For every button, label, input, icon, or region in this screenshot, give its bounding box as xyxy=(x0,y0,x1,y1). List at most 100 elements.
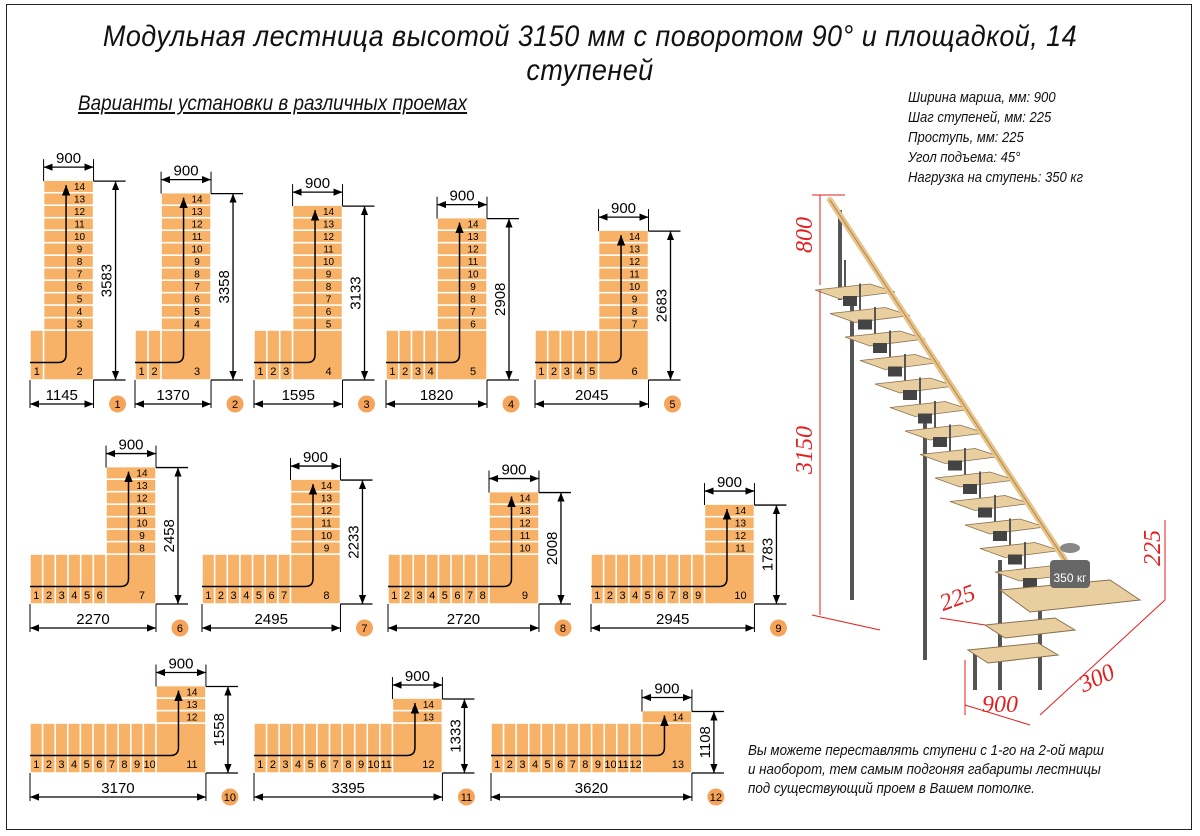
step-number: 1 xyxy=(33,759,39,771)
step-number: 13 xyxy=(672,759,684,771)
dimension-line xyxy=(1039,599,1166,716)
step-number: 5 xyxy=(77,295,83,306)
step-number: 6 xyxy=(268,590,274,602)
step-number: 1 xyxy=(138,366,144,378)
step-number: 13 xyxy=(74,195,86,206)
step-number: 11 xyxy=(617,759,628,771)
stringer-module xyxy=(993,531,1007,541)
step-number: 10 xyxy=(191,245,203,256)
step-number: 8 xyxy=(470,295,476,306)
step-number: 14 xyxy=(136,469,148,480)
height-label: 1333 xyxy=(447,719,464,752)
height-label: 2683 xyxy=(653,289,670,322)
step-number: 2 xyxy=(218,590,224,602)
landing xyxy=(488,553,540,605)
step-number: 12 xyxy=(422,759,434,771)
step-number: 14 xyxy=(735,506,747,517)
spec-angle: Угол подъема: 45° xyxy=(908,150,1021,166)
step-number: 11 xyxy=(321,519,332,530)
step-number: 3 xyxy=(283,366,289,378)
variant-badge xyxy=(171,619,189,637)
step-number: 2 xyxy=(152,366,158,378)
step-number: 5 xyxy=(256,590,262,602)
step-number: 11 xyxy=(192,232,203,243)
walk-line-arrow xyxy=(202,484,318,588)
step-number: 7 xyxy=(139,590,145,602)
dimension-line xyxy=(964,704,1031,726)
step-number: 1 xyxy=(389,366,395,378)
step-number: 1 xyxy=(538,366,544,378)
width-label: 3395 xyxy=(332,780,365,797)
step-number: 1 xyxy=(205,590,211,602)
step-number: 3 xyxy=(77,320,83,331)
walk-line-arrow xyxy=(591,509,732,588)
width-label: 2045 xyxy=(575,387,608,404)
step-number: 12 xyxy=(629,257,641,268)
step-number: 13 xyxy=(519,506,531,517)
step-number: 11 xyxy=(323,245,334,256)
step-number: 6 xyxy=(326,307,332,318)
step-number: 6 xyxy=(77,282,83,293)
rearrange-note: Вы можете переставлять ступени с 1-го на… xyxy=(748,742,1104,799)
dim-width-label: 900 xyxy=(982,692,1018,718)
step-number: 2 xyxy=(402,366,408,378)
variant-number: 8 xyxy=(560,623,566,635)
step-number: 10 xyxy=(467,270,479,281)
page-title: Модульная лестница высотой 3150 мм с пов… xyxy=(102,20,1078,87)
step-number: 7 xyxy=(470,307,476,318)
step-number: 6 xyxy=(96,759,102,771)
step-number: 8 xyxy=(326,282,332,293)
step-number: 11 xyxy=(186,759,197,771)
step-number: 5 xyxy=(84,759,90,771)
step-number: 4 xyxy=(325,366,331,378)
step-number: 8 xyxy=(323,590,329,602)
march-width-label: 900 xyxy=(717,474,742,491)
stringer-module xyxy=(1008,554,1022,565)
march-width-label: 900 xyxy=(174,163,199,180)
step-number: 8 xyxy=(77,257,83,268)
step-number: 6 xyxy=(470,320,476,331)
step-number: 7 xyxy=(281,590,287,602)
landing xyxy=(155,722,207,774)
step-number: 4 xyxy=(532,759,538,771)
page-frame xyxy=(6,4,1192,830)
step-number: 1 xyxy=(34,366,40,378)
width-label: 2720 xyxy=(447,611,480,628)
landing xyxy=(641,722,693,774)
step-number: 3 xyxy=(231,590,237,602)
step-number: 5 xyxy=(470,366,476,378)
variant-number: 11 xyxy=(461,792,472,804)
variant-number: 2 xyxy=(232,399,238,411)
step-number: 11 xyxy=(74,220,85,231)
step-number: 14 xyxy=(467,220,479,231)
step-number: 5 xyxy=(308,759,314,771)
walk-line-arrow xyxy=(491,715,669,757)
step-number: 5 xyxy=(194,307,200,318)
step-number: 2 xyxy=(76,366,82,378)
walk-line-arrow xyxy=(135,197,188,364)
step-number: 9 xyxy=(595,759,601,771)
stringer-module xyxy=(873,343,887,353)
step-number: 8 xyxy=(121,759,127,771)
walk-line-arrow xyxy=(30,185,71,364)
step-number: 11 xyxy=(629,270,640,281)
step-number: 13 xyxy=(629,245,641,256)
tread xyxy=(829,307,911,323)
step-number: 14 xyxy=(629,232,641,243)
tread xyxy=(844,330,926,347)
step-number: 9 xyxy=(194,257,200,268)
tread xyxy=(814,283,896,300)
step-number: 14 xyxy=(323,207,335,218)
handrail-edge xyxy=(829,199,1066,561)
step-number: 13 xyxy=(191,207,203,218)
